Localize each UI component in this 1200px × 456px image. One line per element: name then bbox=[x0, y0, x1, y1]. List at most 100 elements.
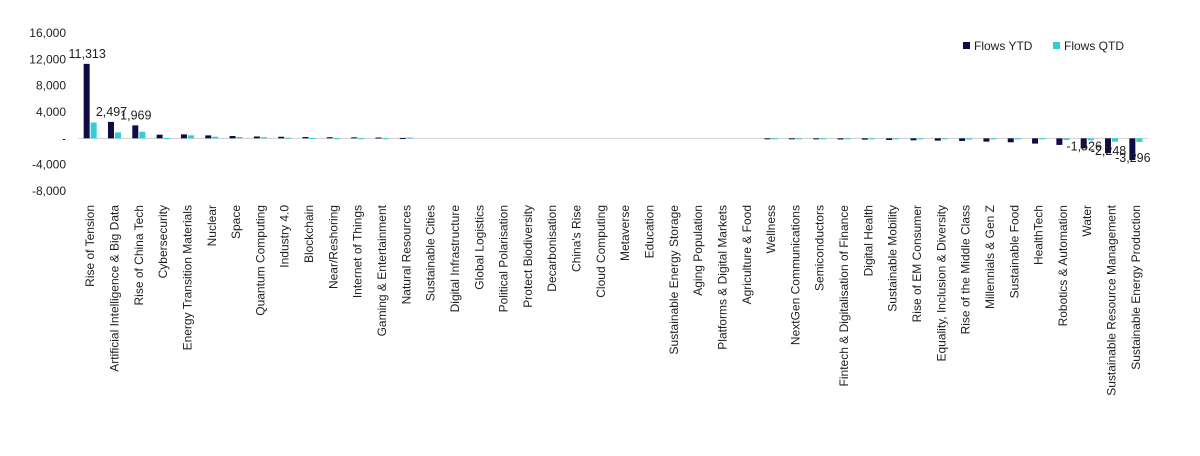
legend-label-flows-qtd: Flows QTD bbox=[1064, 39, 1124, 53]
x-category-label: Sustainable Mobility bbox=[886, 205, 900, 312]
x-category-label: Blockchain bbox=[302, 205, 316, 263]
y-tick-label: -8,000 bbox=[32, 184, 66, 198]
x-category-label: Equality, Inclusion & Diversity bbox=[934, 205, 948, 362]
bar-flows-ytd bbox=[813, 138, 820, 140]
bar-flows-ytd bbox=[959, 138, 966, 141]
x-category-label: Digital Health bbox=[861, 205, 875, 276]
bar-flows-ytd bbox=[861, 138, 868, 140]
bar-flows-ytd bbox=[351, 137, 358, 139]
data-label: 11,313 bbox=[69, 47, 106, 61]
x-category-label: Decarbonisation bbox=[545, 205, 559, 292]
bar-flows-qtd bbox=[893, 138, 900, 140]
bar-flows-ytd bbox=[205, 135, 212, 139]
bar-flows-ytd bbox=[156, 134, 163, 139]
x-category-label: Sustainable Energy Production bbox=[1129, 205, 1143, 370]
x-category-label: Water bbox=[1080, 205, 1094, 237]
data-label: 1,969 bbox=[120, 108, 151, 122]
bar-flows-ytd bbox=[132, 125, 139, 139]
x-category-label: Rise of China Tech bbox=[132, 205, 146, 306]
bar-flows-ytd bbox=[180, 134, 187, 139]
bar-flows-qtd bbox=[163, 138, 170, 140]
x-category-label: China's Rise bbox=[570, 205, 584, 272]
y-tick-label: 8,000 bbox=[36, 79, 66, 93]
bar-flows-ytd bbox=[1056, 138, 1063, 145]
x-category-label: Education bbox=[642, 205, 656, 258]
bar-flows-ytd bbox=[302, 137, 309, 139]
bar-flows-qtd bbox=[260, 137, 267, 139]
bar-flows-qtd bbox=[90, 122, 97, 139]
bar-flows-qtd bbox=[771, 138, 778, 140]
bar-flows-ytd bbox=[83, 63, 90, 139]
data-label: 2,497 bbox=[96, 105, 127, 119]
x-category-label: Industry 4.0 bbox=[278, 205, 292, 268]
bar-flows-qtd bbox=[795, 138, 802, 140]
y-tick-label: - bbox=[62, 131, 66, 145]
bar-flows-qtd bbox=[236, 137, 243, 139]
bar-flows-qtd bbox=[844, 138, 851, 140]
y-tick-label: 16,000 bbox=[29, 26, 66, 40]
x-category-label: Fintech & Digitalisation of Finance bbox=[837, 205, 851, 387]
bar-flows-ytd bbox=[934, 138, 941, 141]
bar-flows-ytd bbox=[375, 137, 382, 139]
x-category-label: Rise of EM Consumer bbox=[910, 205, 924, 322]
x-category-label: Metaverse bbox=[618, 205, 632, 261]
x-category-label: Nuclear bbox=[205, 205, 219, 246]
x-category-label: Artificial Intelligence & Big Data bbox=[107, 205, 121, 372]
bar-flows-ytd bbox=[910, 138, 917, 141]
bar-flows-qtd bbox=[990, 138, 997, 140]
bar-flows-qtd bbox=[285, 137, 292, 139]
bar-flows-ytd bbox=[1129, 138, 1136, 161]
bar-flows-qtd bbox=[309, 138, 316, 140]
x-category-label: Space bbox=[229, 205, 243, 239]
bar-flows-ytd bbox=[107, 121, 114, 139]
x-category-label: Semiconductors bbox=[813, 205, 827, 291]
bar-flows-qtd bbox=[917, 138, 924, 140]
bar-flows-ytd bbox=[399, 137, 406, 139]
x-category-label: Rise of Tension bbox=[83, 205, 97, 287]
bar-flows-ytd bbox=[278, 136, 285, 139]
x-category-label: Rise of the Middle Class bbox=[959, 205, 973, 334]
x-category-label: Global Logistics bbox=[472, 205, 486, 290]
y-tick-label: 12,000 bbox=[29, 52, 66, 66]
bar-flows-ytd bbox=[764, 138, 771, 140]
x-category-label: Internet of Things bbox=[351, 205, 365, 298]
bar-flows-ytd bbox=[326, 137, 333, 139]
bars-layer bbox=[83, 63, 1143, 161]
data-label: -1,526 bbox=[1066, 139, 1101, 153]
bar-flows-qtd bbox=[139, 131, 146, 139]
x-category-label: Gaming & Entertainment bbox=[375, 204, 389, 336]
x-category-label: Digital Infrastructure bbox=[448, 205, 462, 313]
bar-flows-qtd bbox=[966, 138, 973, 140]
bar-flows-qtd bbox=[1112, 138, 1119, 142]
legend-swatch-flows-qtd bbox=[1053, 42, 1060, 49]
x-category-label: Near/Reshoring bbox=[326, 205, 340, 289]
bar-flows-qtd bbox=[941, 138, 948, 140]
x-category-label: Political Polarisation bbox=[497, 205, 511, 312]
x-category-label: Agriculture & Food bbox=[740, 205, 754, 304]
bar-flows-ytd bbox=[788, 138, 795, 140]
bar-flows-qtd bbox=[358, 138, 365, 140]
bar-flows-qtd bbox=[406, 137, 413, 139]
bar-flows-ytd bbox=[837, 138, 844, 140]
bar-flows-ytd bbox=[1032, 138, 1039, 144]
x-category-label: Sustainable Food bbox=[1007, 205, 1021, 298]
bar-flows-qtd bbox=[820, 138, 827, 140]
bar-flows-qtd bbox=[212, 136, 219, 139]
bar-flows-qtd bbox=[1136, 138, 1143, 142]
x-category-label: Sustainable Cities bbox=[424, 205, 438, 301]
x-category-label: Aging Population bbox=[691, 205, 705, 296]
bar-flows-ytd bbox=[1007, 138, 1014, 143]
x-category-label: NextGen Communications bbox=[788, 205, 802, 345]
x-category-label: Quantum Computing bbox=[253, 205, 267, 316]
bar-flows-qtd bbox=[1039, 138, 1046, 140]
bar-flows-ytd bbox=[1105, 138, 1112, 154]
y-tick-label: 4,000 bbox=[36, 105, 66, 119]
bar-flows-ytd bbox=[886, 138, 893, 140]
x-category-label: Natural Resources bbox=[399, 205, 413, 304]
x-category-label: Wellness bbox=[764, 205, 778, 253]
x-category-label: HealthTech bbox=[1032, 205, 1046, 265]
x-category-label: Robotics & Automation bbox=[1056, 205, 1070, 326]
